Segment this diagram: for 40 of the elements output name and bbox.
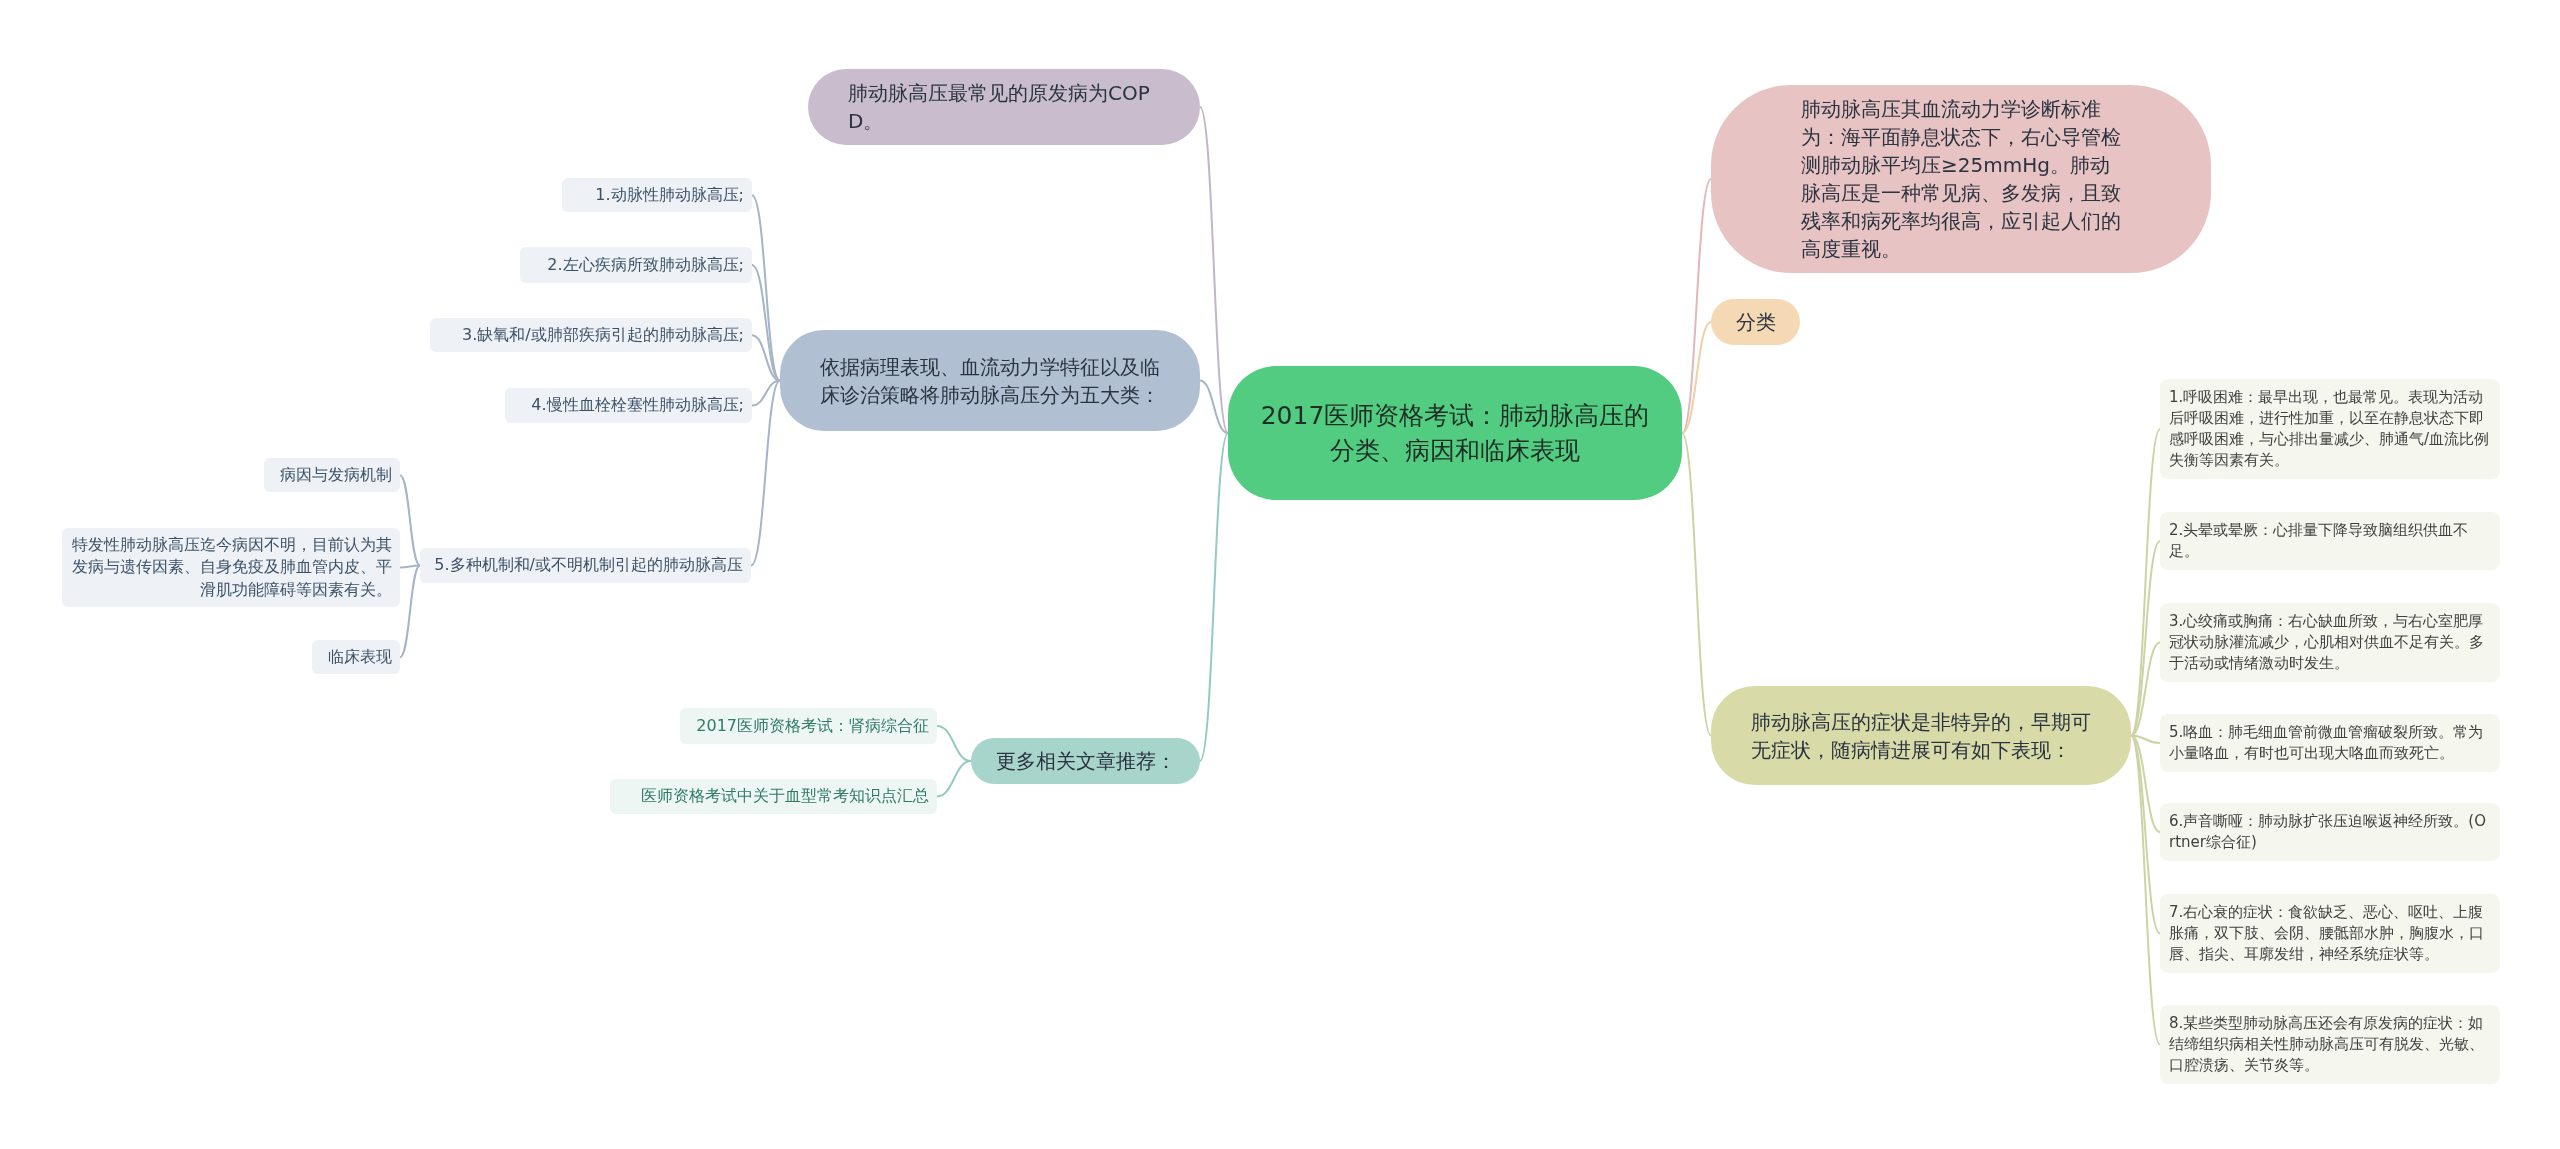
subtopic-box: 特发性肺动脉高压迄今病因不明，目前认为其发病与遗传因素、自身免疫及肺血管内皮、平滑肌功能障碍等因素有关。 bbox=[62, 528, 400, 608]
connector-line bbox=[399, 564, 421, 659]
topic-pill: 更多相关文章推荐： bbox=[971, 738, 1200, 784]
subtopic-box: 医师资格考试中关于血型常考知识点汇总 bbox=[610, 779, 937, 814]
connector-line bbox=[2130, 734, 2161, 1046]
subtopic-box: 1.动脉性肺动脉高压; bbox=[562, 178, 752, 213]
connector-line bbox=[399, 474, 421, 567]
connector-line bbox=[751, 379, 781, 407]
subtopic-box: 2017医师资格考试：肾病综合征 bbox=[680, 708, 937, 744]
connector-line bbox=[1681, 178, 1712, 434]
subtopic-box: 临床表现 bbox=[312, 640, 400, 675]
subtopic-box: 8.某些类型肺动脉高压还会有原发病的症状：如结缔组织病相关性肺动脉高压可有脱发、光敏、口腔溃疡、关节炎等。 bbox=[2160, 1005, 2500, 1084]
connector-line bbox=[1199, 106, 1229, 434]
connector-line bbox=[751, 194, 781, 382]
connector-line bbox=[1199, 379, 1229, 434]
connector-line bbox=[751, 264, 781, 382]
central-topic: 2017医师资格考试：肺动脉高压的分类、病因和临床表现 bbox=[1228, 366, 1682, 500]
connector-line bbox=[936, 760, 972, 798]
subtopic-box: 2.头晕或晕厥：心排量下降导致脑组织供血不足。 bbox=[2160, 512, 2500, 570]
subtopic-box: 1.呼吸困难：最早出现，也最常见。表现为活动后呼吸困难，进行性加重，以至在静息状态下即感呼吸困难，与心排出量减少、肺通气/血流比例失衡等因素有关。 bbox=[2160, 379, 2500, 479]
subtopic-box: 2.左心疾病所致肺动脉高压; bbox=[520, 247, 752, 283]
topic-pill: 分类 bbox=[1711, 299, 1800, 345]
subtopic-box: 4.慢性血栓栓塞性肺动脉高压; bbox=[505, 388, 752, 423]
topic-pill: 依据病理表现、血流动力学特征以及临床诊治策略将肺动脉高压分为五大类： bbox=[780, 330, 1200, 431]
subtopic-box: 3.心绞痛或胸痛：右心缺血所致，与右心室肥厚冠状动脉灌流减少，心肌相对供血不足有关。多于活动或情绪激动时发生。 bbox=[2160, 603, 2500, 682]
subtopic-box: 6.声音嘶哑：肺动脉扩张压迫喉返神经所致。(Ortner综合征) bbox=[2160, 803, 2500, 861]
connector-line bbox=[2130, 641, 2161, 737]
topic-pill: 肺动脉高压的症状是非特异的，早期可无症状，随病情进展可有如下表现： bbox=[1711, 686, 2131, 785]
topic-pill: 肺动脉高压其血流动力学诊断标准为：海平面静息状态下，右心导管检测肺动脉平均压≥25mmHg。肺动脉高压是一种常见病、多发病，且致残率和病死率均很高，应引起人们的高度重视。 bbox=[1711, 85, 2211, 273]
subtopic-box: 3.缺氧和/或肺部疾病引起的肺动脉高压; bbox=[430, 318, 752, 353]
subtopic-box: 7.右心衰的症状：食欲缺乏、恶心、呕吐、上腹胀痛，双下肢、会阴、腰骶部水肿，胸腹水，口唇、指尖、耳廓发绀，神经系统症状等。 bbox=[2160, 894, 2500, 973]
subtopic-box: 5.咯血：肺毛细血管前微血管瘤破裂所致。常为小量咯血，有时也可出现大咯血而致死亡。 bbox=[2160, 714, 2500, 772]
connector-line bbox=[1199, 432, 1229, 762]
connector-line bbox=[399, 564, 421, 569]
topic-pill: 肺动脉高压最常见的原发病为COPD。 bbox=[808, 69, 1200, 145]
subtopic-box: 病因与发病机制 bbox=[264, 458, 400, 493]
connector-line bbox=[1681, 321, 1712, 434]
connector-line bbox=[1681, 432, 1712, 737]
connector-line bbox=[750, 379, 781, 567]
subtopic-box: 5.多种机制和/或不明机制引起的肺动脉高压 bbox=[420, 548, 751, 583]
